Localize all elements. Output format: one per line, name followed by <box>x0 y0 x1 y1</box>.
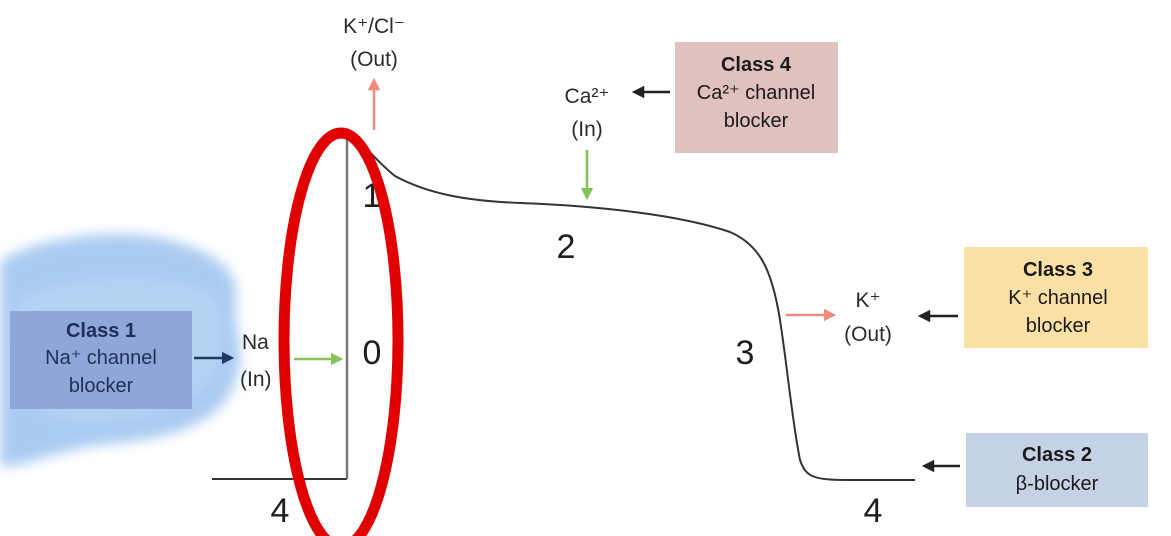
phase-4-right-label: 4 <box>864 492 883 530</box>
class-4-title: Class 4 <box>721 54 792 76</box>
ca-in-direction-label: (In) <box>571 118 603 141</box>
class-1-line1: Na⁺ channel <box>45 347 157 369</box>
class-3-line1: K⁺ channel <box>1008 287 1108 309</box>
k-cl-out-ion-label: K⁺/Cl⁻ <box>343 15 405 38</box>
class-4-box: Class 4 Ca²⁺ channel blocker <box>675 42 838 153</box>
phase-3-label: 3 <box>736 334 755 372</box>
k-out-ion-label: K⁺ <box>855 289 880 312</box>
class-2-title: Class 2 <box>1022 444 1092 466</box>
k-out-direction-label: (Out) <box>844 323 892 346</box>
phase-0-highlight-ellipse <box>278 127 404 536</box>
action-potential-curve <box>212 129 915 481</box>
class-3-title: Class 3 <box>1023 259 1093 281</box>
class-4-line1: Ca²⁺ channel <box>697 82 815 104</box>
class-1-box: Class 1 Na⁺ channel blocker <box>10 311 192 409</box>
class-3-box: Class 3 K⁺ channel blocker <box>964 247 1148 348</box>
phase-2-label: 2 <box>557 228 576 266</box>
ca-in-ion-label: Ca²⁺ <box>565 85 610 108</box>
na-in-direction-label: (In) <box>240 368 272 391</box>
phase-0-label: 0 <box>363 334 382 372</box>
class-1-title: Class 1 <box>66 320 136 342</box>
k-cl-out-direction-label: (Out) <box>350 48 398 71</box>
na-in-ion-label: Na <box>242 331 269 354</box>
class-2-box: Class 2 β-blocker <box>966 433 1148 507</box>
phase-4-left-label: 4 <box>271 492 290 530</box>
class-1-line2: blocker <box>69 375 134 397</box>
class-2-line1: β-blocker <box>1016 473 1099 495</box>
class-4-line2: blocker <box>724 110 789 132</box>
class-3-line2: blocker <box>1026 315 1091 337</box>
repolarization-curve <box>346 129 915 481</box>
